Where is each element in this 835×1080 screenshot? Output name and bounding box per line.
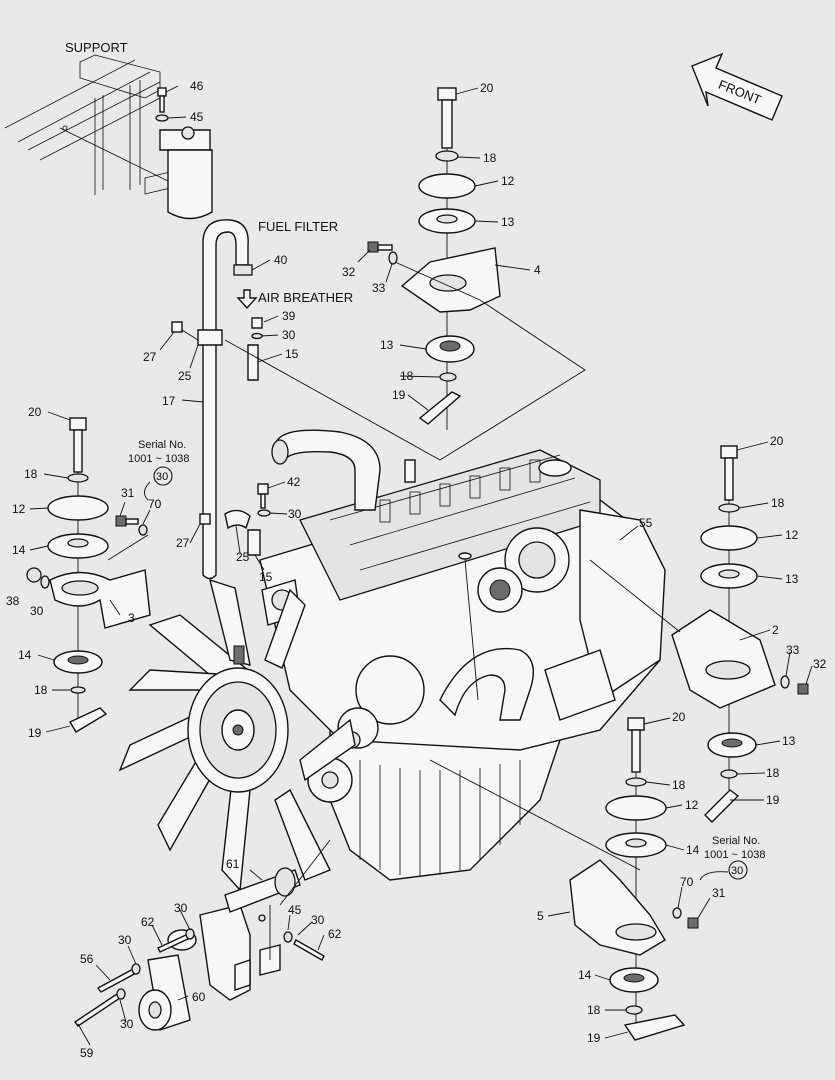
callout-label: 12: [785, 528, 799, 542]
callout-label: 31: [121, 486, 135, 500]
callout-label: 2: [772, 623, 779, 637]
callout-label: 30: [282, 328, 296, 342]
callout-label: 5: [537, 909, 544, 923]
right-mount-stack: [589, 445, 809, 823]
callout-label: 30: [120, 1017, 134, 1031]
fuel-filter-caption: FUEL FILTER: [258, 219, 338, 234]
cooling-fan: [118, 578, 356, 892]
support-caption: SUPPORT: [65, 40, 128, 55]
callout-label: 15: [259, 570, 273, 584]
callout-label: 13: [785, 572, 799, 586]
callout-label: 31: [712, 886, 726, 900]
callout-label: 30: [174, 901, 188, 915]
callout-label: 12: [12, 502, 26, 516]
callout-label: 14: [578, 968, 592, 982]
serial-note-right-line1: Serial No.: [712, 835, 760, 847]
air-breather-caption: AIR BREATHER: [258, 290, 353, 305]
serial-note-right-badge: 30: [731, 865, 743, 877]
serial-note-right-line2: 1001 ~ 1038: [704, 849, 765, 861]
serial-note-left-line1: Serial No.: [138, 439, 186, 451]
callout-label: 18: [34, 683, 48, 697]
callout-label: 19: [392, 388, 406, 402]
callout-label: 46: [190, 79, 204, 93]
callout-label: 32: [342, 265, 356, 279]
callout-label: 19: [766, 793, 780, 807]
callout-label: 56: [80, 952, 94, 966]
callout-label: 18: [24, 467, 38, 481]
callout-label: 45: [190, 110, 204, 124]
tensioner-assembly: [73, 839, 331, 1031]
callout-leaders: [29, 85, 813, 1046]
callout-label: 14: [12, 543, 26, 557]
callout-label: 13: [380, 338, 394, 352]
engine-block: [259, 429, 666, 881]
callout-label: 14: [18, 648, 32, 662]
callout-label: 33: [372, 281, 386, 295]
callout-label: 62: [141, 915, 155, 929]
callout-label: 4: [534, 263, 541, 277]
callout-label: 25: [236, 550, 250, 564]
front-left-mount-stack: [26, 417, 151, 733]
callout-label: 62: [328, 927, 342, 941]
callout-label: 38: [6, 594, 20, 608]
callout-label: 13: [501, 215, 515, 229]
callout-label: 27: [176, 536, 190, 550]
callout-label: 45: [288, 903, 302, 917]
callout-label: 14: [686, 843, 700, 857]
callout-label: 18: [400, 369, 414, 383]
callout-label: 13: [782, 734, 796, 748]
callout-label: 20: [480, 81, 494, 95]
callout-label: 40: [274, 253, 288, 267]
callout-label: 18: [587, 1003, 601, 1017]
callout-label: 42: [287, 475, 301, 489]
callout-label: 61: [226, 857, 240, 871]
callout-label: 17: [162, 394, 176, 408]
callout-label: 18: [672, 778, 686, 792]
serial-note-left: Serial No. 1001 ~ 1038 30: [128, 439, 189, 501]
callout-label: 60: [192, 990, 206, 1004]
callout-label: 30: [311, 913, 325, 927]
callout-label: 18: [766, 766, 780, 780]
callout-label: 20: [28, 405, 42, 419]
callout-label: 20: [770, 434, 784, 448]
callout-label: 18: [483, 151, 497, 165]
callout-label: 30: [30, 604, 44, 618]
callout-label: 32: [813, 657, 827, 671]
callout-label: 3: [128, 611, 135, 625]
callout-label: 30: [118, 933, 132, 947]
callout-label: 33: [786, 643, 800, 657]
callout-label: 15: [285, 347, 299, 361]
callout-label: 20: [672, 710, 686, 724]
serial-note-left-line2: 1001 ~ 1038: [128, 453, 189, 465]
rear-top-mount-stack: [367, 87, 586, 461]
callout-labels: 46 45 20 18 12 13 4 32 33 40 39 30 15 27…: [6, 79, 827, 1060]
callout-label: 55: [639, 516, 653, 530]
callout-label: 19: [28, 726, 42, 740]
serial-note-right: Serial No. 1001 ~ 1038 30: [699, 835, 765, 881]
lower-right-mount-stack: [429, 717, 699, 1041]
callout-label: 25: [178, 369, 192, 383]
callout-label: 18: [771, 496, 785, 510]
support-frame-drawing: SUPPORT: [4, 40, 213, 220]
callout-label: 70: [148, 497, 162, 511]
breather-hose: FUEL FILTER AIR BREATHER: [171, 219, 441, 580]
callout-label: 59: [80, 1046, 94, 1060]
serial-note-left-badge: 30: [156, 471, 168, 483]
callout-label: 12: [685, 798, 699, 812]
callout-label: 30: [288, 507, 302, 521]
callout-label: 12: [501, 174, 515, 188]
callout-label: 39: [282, 309, 296, 323]
callout-label: 70: [680, 875, 694, 889]
callout-label: 19: [587, 1031, 601, 1045]
callout-label: 27: [143, 350, 157, 364]
front-arrow: FRONT: [691, 52, 783, 121]
